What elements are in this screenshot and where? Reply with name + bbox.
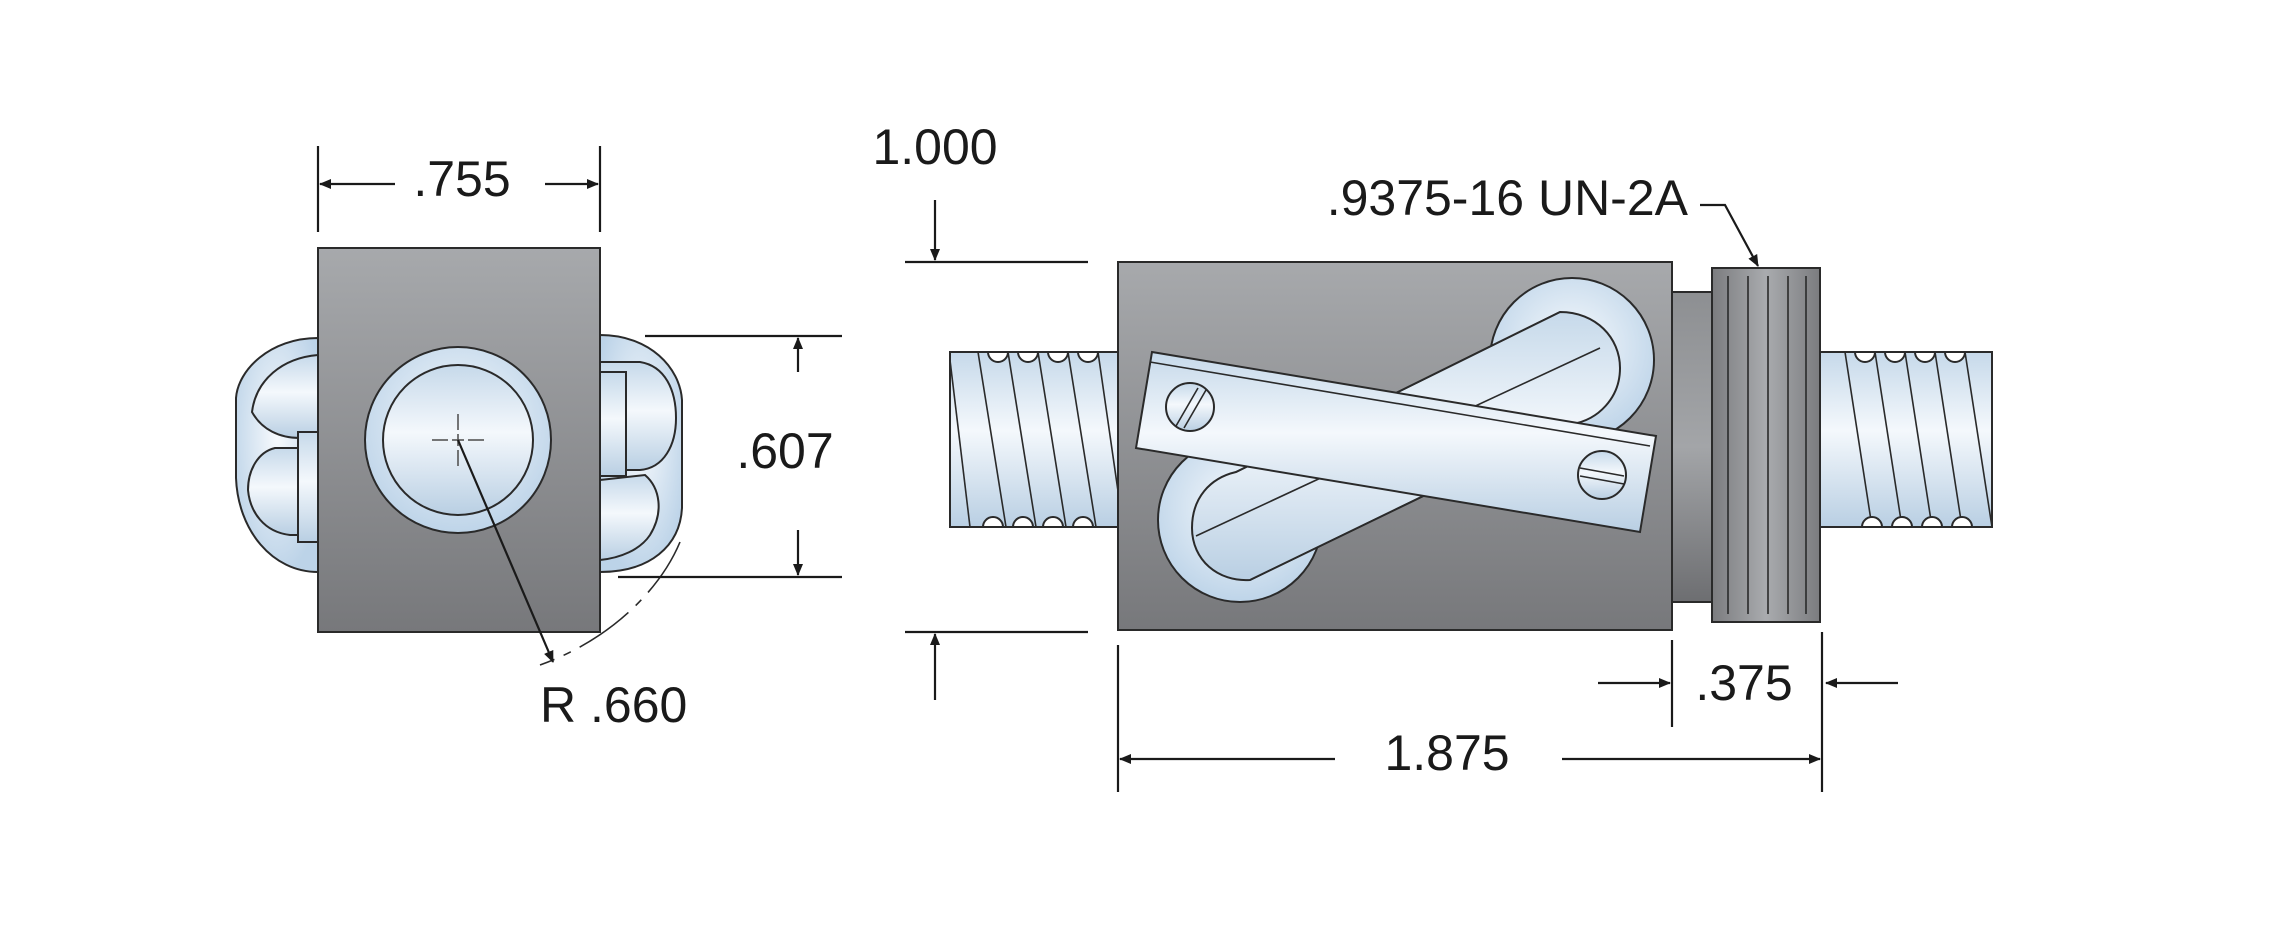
thread-spec-callout: .9375-16 UN-2A xyxy=(1327,170,1759,267)
dim-radius-label: R .660 xyxy=(540,677,687,733)
dim-body-height: 1.000 xyxy=(872,119,1088,700)
dim-body-height-label: 1.000 xyxy=(872,119,997,175)
dim-end-height: .607 xyxy=(618,334,842,579)
side-view xyxy=(949,261,1993,631)
clamp-screw-right-icon xyxy=(1577,450,1627,500)
left-return-lobe xyxy=(235,336,319,574)
dim-end-width: .755 xyxy=(316,146,602,232)
end-view xyxy=(235,247,683,666)
clamp-screw-left-icon xyxy=(1165,382,1215,432)
thread-spec-label: .9375-16 UN-2A xyxy=(1327,170,1689,226)
dim-overall-length: 1.875 xyxy=(1116,632,1824,792)
dim-overall-length-label: 1.875 xyxy=(1384,725,1509,781)
dim-end-height-label: .607 xyxy=(736,423,833,479)
dim-nut-width: .375 xyxy=(1598,640,1898,727)
clamp-plate xyxy=(1134,350,1658,534)
right-return-lobe xyxy=(599,333,683,574)
radius-leader xyxy=(456,439,555,663)
right-screw-thread xyxy=(1819,351,1993,528)
left-screw-thread xyxy=(949,351,1121,528)
radius-arc xyxy=(539,541,681,666)
threaded-mounting-nut xyxy=(1711,267,1821,623)
body-neck xyxy=(1671,291,1713,603)
dim-nut-width-label: .375 xyxy=(1695,655,1792,711)
dim-end-width-label: .755 xyxy=(413,151,510,207)
